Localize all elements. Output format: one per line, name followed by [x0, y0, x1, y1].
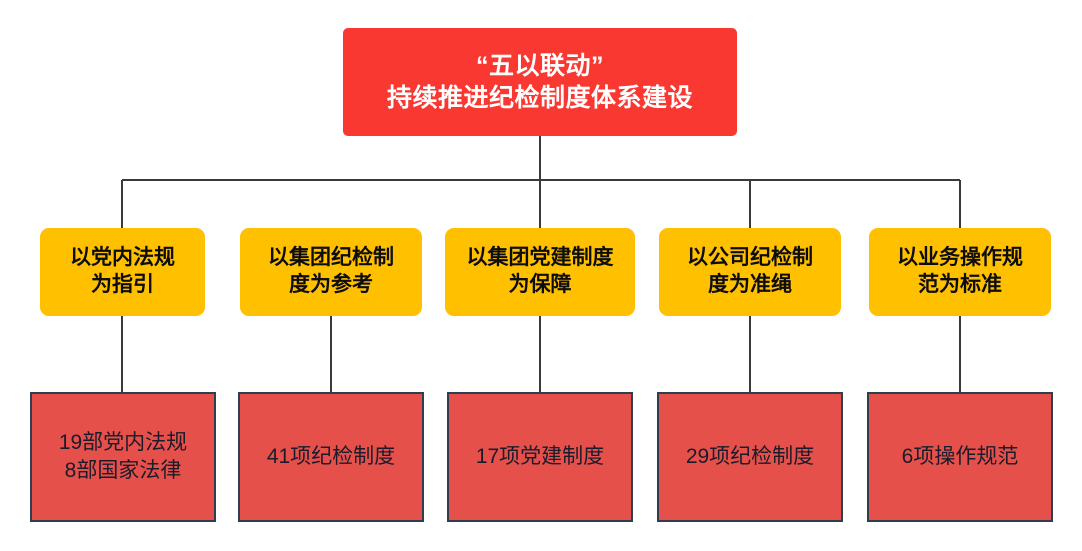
count-node-1-line-2: 8部国家法律: [64, 459, 182, 482]
pillar-node-3[interactable]: 以集团党建制度 为保障: [445, 228, 635, 316]
pillar-node-1-line-1: 以党内法规: [70, 246, 175, 270]
count-node-4[interactable]: 29项纪检制度: [657, 392, 843, 522]
count-node-2[interactable]: 41项纪检制度: [238, 392, 424, 522]
count-node-2-line-1: 41项纪检制度: [266, 445, 396, 469]
pillar-node-3-line-1: 以集团党建制度: [466, 246, 614, 270]
count-node-5[interactable]: 6项操作规范: [867, 392, 1053, 522]
count-node-3[interactable]: 17项党建制度: [447, 392, 633, 522]
pillar-node-3-line-2: 为保障: [508, 273, 572, 296]
pillar-node-2[interactable]: 以集团纪检制 度为参考: [240, 228, 422, 316]
count-node-3-line-1: 17项党建制度: [475, 445, 605, 469]
pillar-node-2-line-1: 以集团纪检制: [268, 246, 394, 270]
count-node-1-line-1: 19部党内法规: [58, 431, 188, 455]
pillar-node-5-line-2: 范为标准: [918, 273, 1002, 296]
count-node-5-line-1: 6项操作规范: [901, 445, 1019, 469]
pillar-node-4-line-1: 以公司纪检制: [687, 246, 813, 270]
pillar-node-4-line-2: 度为准绳: [708, 273, 792, 296]
pillar-node-1[interactable]: 以党内法规 为指引: [40, 228, 205, 316]
root-node-title[interactable]: “五以联动” 持续推进纪检制度体系建设: [343, 28, 737, 136]
root-title-line-2: 持续推进纪检制度体系建设: [386, 84, 693, 112]
pillar-node-5[interactable]: 以业务操作规 范为标准: [869, 228, 1051, 316]
pillar-node-5-line-1: 以业务操作规: [897, 246, 1023, 270]
pillar-node-1-line-2: 为指引: [91, 273, 154, 296]
pillar-node-4[interactable]: 以公司纪检制 度为准绳: [659, 228, 841, 316]
pillar-node-2-line-2: 度为参考: [289, 273, 373, 296]
root-title-line-1: “五以联动”: [475, 51, 604, 80]
count-node-1[interactable]: 19部党内法规 8部国家法律: [30, 392, 216, 522]
count-node-4-line-1: 29项纪检制度: [685, 445, 815, 469]
